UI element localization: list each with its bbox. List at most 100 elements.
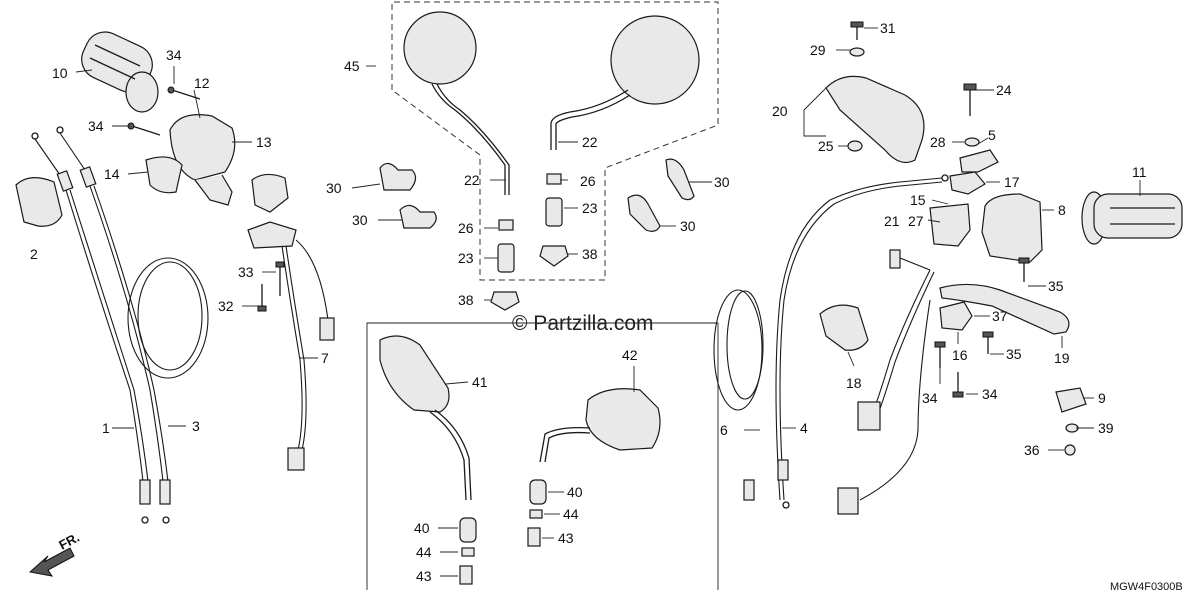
callout-34: 34 bbox=[922, 390, 938, 406]
bolt-32 bbox=[257, 284, 267, 312]
housing-cover bbox=[145, 156, 183, 194]
bolt-34-right-b bbox=[952, 372, 964, 398]
callout-41: 41 bbox=[472, 374, 488, 390]
bolt-31 bbox=[850, 21, 864, 40]
callout-39: 39 bbox=[1098, 420, 1114, 436]
grip-end bbox=[15, 177, 63, 227]
callout-9: 9 bbox=[1098, 390, 1106, 406]
callout-29: 29 bbox=[810, 42, 826, 58]
mirror-set-outline-lower bbox=[366, 322, 719, 590]
direction-label: FR. bbox=[56, 530, 82, 553]
adapter-40-left bbox=[459, 517, 477, 543]
bracket-16 bbox=[939, 301, 973, 331]
callout-labels: 10 34 12 34 13 14 2 33 32 7 1 3 45 22 22… bbox=[30, 20, 1147, 584]
callout-31: 31 bbox=[880, 20, 896, 36]
callout-34: 34 bbox=[982, 386, 998, 402]
callout-30: 30 bbox=[714, 174, 730, 190]
callout-44: 44 bbox=[416, 544, 432, 560]
hand-guard bbox=[825, 75, 925, 163]
diagram-code: MGW4F0300B bbox=[1110, 581, 1183, 593]
callout-34: 34 bbox=[88, 118, 104, 134]
callout-14: 14 bbox=[104, 166, 120, 182]
callout-30: 30 bbox=[680, 218, 696, 234]
callout-26: 26 bbox=[580, 173, 596, 189]
clutch-switch bbox=[1055, 387, 1087, 413]
callout-43: 43 bbox=[416, 568, 432, 584]
callout-11: 11 bbox=[1132, 164, 1147, 180]
left-switch-harness bbox=[247, 173, 335, 471]
callout-23: 23 bbox=[582, 200, 598, 216]
right-grip bbox=[1081, 191, 1183, 245]
callout-10: 10 bbox=[52, 65, 68, 81]
clutch-cable bbox=[713, 174, 949, 509]
sport-mirror-left bbox=[379, 335, 472, 501]
callout-15: 15 bbox=[910, 192, 926, 208]
callout-35: 35 bbox=[1006, 346, 1022, 362]
clamp-30c bbox=[665, 158, 695, 201]
callout-43: 43 bbox=[558, 530, 574, 546]
callout-35: 35 bbox=[1048, 278, 1064, 294]
callout-25: 25 bbox=[818, 138, 834, 154]
adapter-23-right bbox=[545, 197, 563, 227]
bracket-17 bbox=[949, 171, 986, 195]
callout-18: 18 bbox=[846, 375, 862, 391]
bolt-35-upper bbox=[1018, 257, 1030, 282]
callout-24: 24 bbox=[996, 82, 1012, 98]
clamp-30d bbox=[627, 194, 661, 232]
callout-16: 16 bbox=[952, 347, 968, 363]
right-wiring-harness bbox=[837, 269, 935, 515]
screw-34-lower bbox=[127, 122, 161, 136]
callout-4: 4 bbox=[800, 420, 808, 436]
callout-45: 45 bbox=[344, 58, 360, 74]
callout-30: 30 bbox=[352, 212, 368, 228]
callout-30: 30 bbox=[326, 180, 342, 196]
callout-3: 3 bbox=[192, 418, 200, 434]
callout-2: 2 bbox=[30, 246, 38, 262]
callout-12: 12 bbox=[194, 75, 210, 91]
nut-26-left bbox=[498, 219, 514, 231]
front-direction-arrow-icon bbox=[28, 547, 75, 577]
collar-25 bbox=[847, 140, 863, 152]
callout-36: 36 bbox=[1024, 442, 1040, 458]
nut-44-left bbox=[461, 547, 475, 557]
callout-27: 27 bbox=[908, 213, 924, 229]
throttle-housing bbox=[169, 114, 236, 206]
callout-40: 40 bbox=[414, 520, 430, 536]
callout-1: 1 bbox=[102, 420, 110, 436]
nut-38-left bbox=[490, 291, 520, 311]
leader-lines bbox=[75, 27, 1141, 577]
bolt-34-right-a bbox=[934, 341, 946, 368]
throttle-cables bbox=[65, 185, 209, 524]
switch-boot bbox=[819, 304, 869, 351]
sport-mirror-right bbox=[539, 388, 661, 463]
nut-28 bbox=[964, 137, 980, 147]
nut-44-right bbox=[529, 509, 543, 519]
bolt-43-left bbox=[459, 565, 473, 585]
callout-22: 22 bbox=[464, 172, 480, 188]
callout-38: 38 bbox=[458, 292, 474, 308]
round-mirror-right bbox=[550, 15, 700, 150]
callout-7: 7 bbox=[321, 350, 329, 366]
callout-32: 32 bbox=[218, 298, 234, 314]
callout-19: 19 bbox=[1054, 350, 1070, 366]
bolt-35-lower bbox=[982, 331, 994, 354]
callout-8: 8 bbox=[1058, 202, 1066, 218]
callout-5: 5 bbox=[988, 127, 996, 143]
round-mirror-left bbox=[403, 11, 510, 195]
watermark: © Partzilla.com bbox=[512, 312, 654, 335]
callout-38: 38 bbox=[582, 246, 598, 262]
callout-6: 6 bbox=[720, 422, 728, 438]
callout-33: 33 bbox=[238, 264, 254, 280]
screw-36 bbox=[1064, 444, 1076, 456]
bracket-5 bbox=[959, 149, 999, 173]
bolt-43-right bbox=[527, 527, 541, 547]
clutch-lever bbox=[939, 283, 1070, 335]
callout-20: 20 bbox=[772, 103, 788, 119]
clamp-30a bbox=[379, 162, 417, 191]
callout-28: 28 bbox=[930, 134, 946, 150]
callout-37: 37 bbox=[992, 308, 1008, 324]
clamp-30b bbox=[399, 204, 437, 229]
adapter-23-left bbox=[497, 243, 515, 273]
callout-42: 42 bbox=[622, 347, 638, 363]
